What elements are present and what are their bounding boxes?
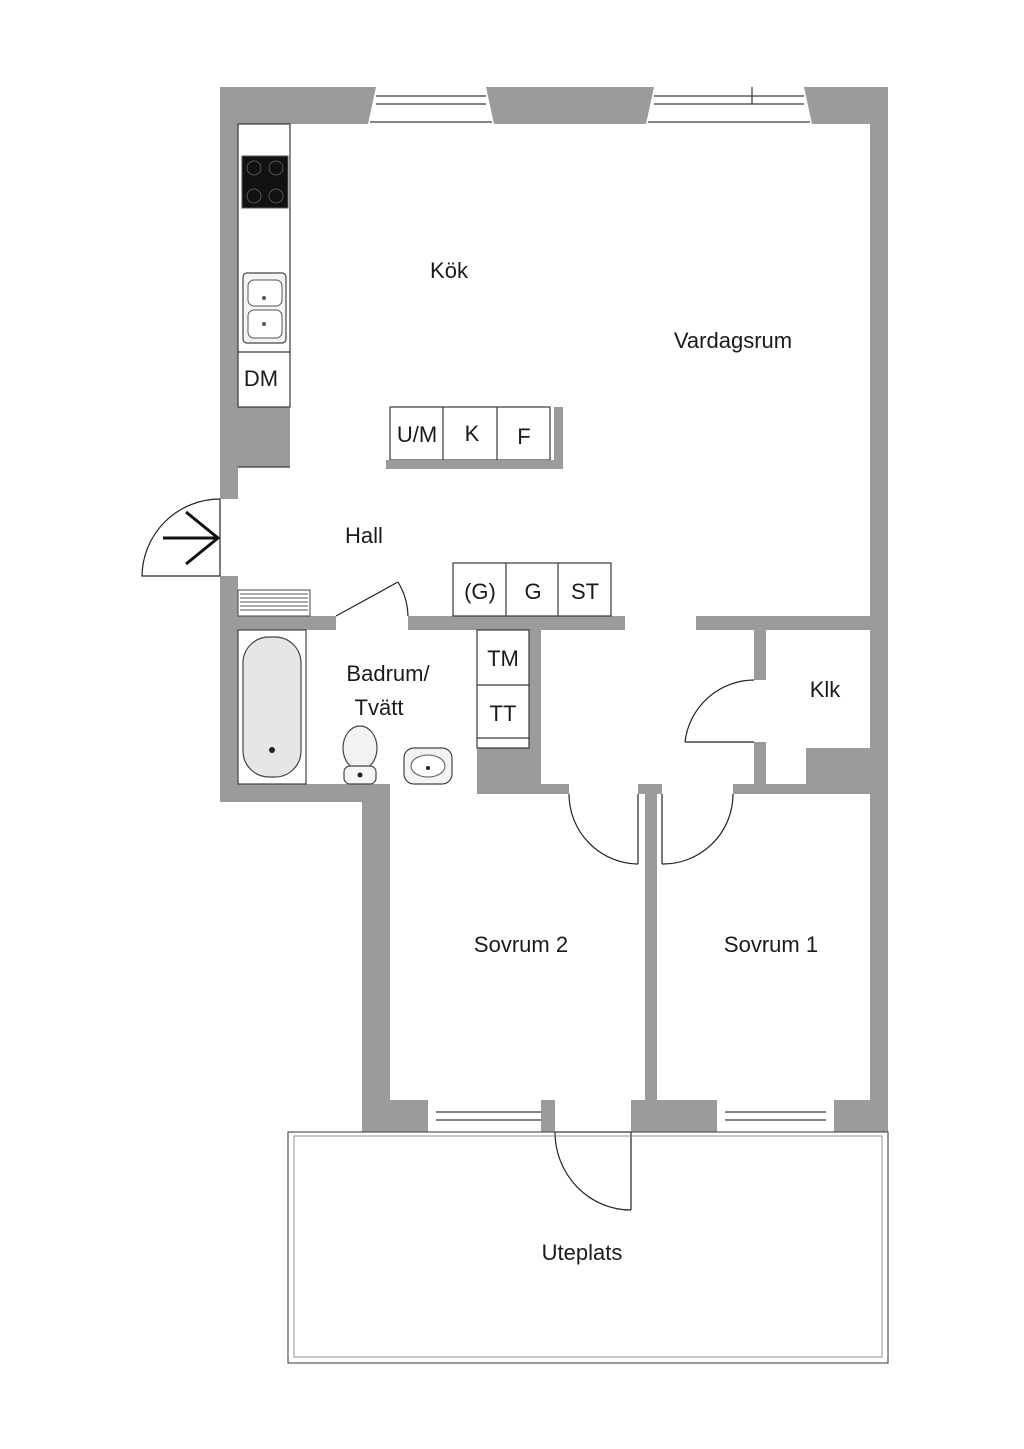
room-label-living: Vardagsrum bbox=[674, 328, 792, 353]
room-label-closet: Klk bbox=[810, 677, 842, 702]
room-label-bedroom1: Sovrum 1 bbox=[724, 932, 818, 957]
washbasin-icon bbox=[403, 747, 453, 785]
storage-label-st: ST bbox=[571, 579, 599, 604]
sink-icon bbox=[242, 272, 287, 344]
room-label-patio: Uteplats bbox=[542, 1240, 623, 1265]
entrance-arrow-icon bbox=[163, 510, 221, 566]
room-label-bedroom2: Sovrum 2 bbox=[474, 932, 568, 957]
window-kitchen bbox=[368, 87, 494, 124]
appliance-label-freezer: F bbox=[517, 424, 530, 449]
wardrobe-label-g: G bbox=[524, 579, 541, 604]
stove-icon bbox=[241, 155, 289, 209]
patio-door bbox=[554, 1131, 632, 1211]
kitchen-appliance-row bbox=[386, 406, 563, 469]
appliance-label-oven-microwave: U/M bbox=[397, 422, 437, 447]
kitchen-counter bbox=[237, 123, 291, 468]
room-label-hall: Hall bbox=[345, 523, 383, 548]
wardrobe-label-g-paren: (G) bbox=[464, 579, 496, 604]
walls bbox=[220, 87, 888, 1132]
bathtub-icon bbox=[237, 629, 307, 785]
toilet-icon bbox=[342, 725, 378, 785]
patio-outline bbox=[287, 1131, 889, 1364]
entrance-door bbox=[141, 498, 221, 577]
room-label-kitchen: Kök bbox=[430, 258, 469, 283]
appliance-label-washer: TM bbox=[487, 646, 519, 671]
hall-wardrobe-row bbox=[452, 562, 612, 617]
bedroom2-door bbox=[568, 793, 639, 865]
room-label-bath-line2: Tvätt bbox=[355, 695, 404, 720]
appliance-label-fridge: K bbox=[465, 421, 480, 446]
window-bedroom1 bbox=[717, 1100, 834, 1132]
window-living bbox=[646, 87, 812, 124]
bedroom1-door bbox=[661, 793, 734, 865]
appliance-label-dishwasher: DM bbox=[244, 366, 278, 391]
window-bedroom2 bbox=[428, 1100, 541, 1132]
radiator-icon bbox=[237, 589, 311, 617]
laundry-stack bbox=[476, 629, 530, 749]
windows bbox=[368, 87, 834, 1132]
room-label-bath-line1: Badrum/ bbox=[346, 661, 430, 686]
appliance-label-dryer: TT bbox=[490, 701, 517, 726]
bathroom-door bbox=[335, 581, 409, 617]
klk-door bbox=[684, 679, 755, 743]
